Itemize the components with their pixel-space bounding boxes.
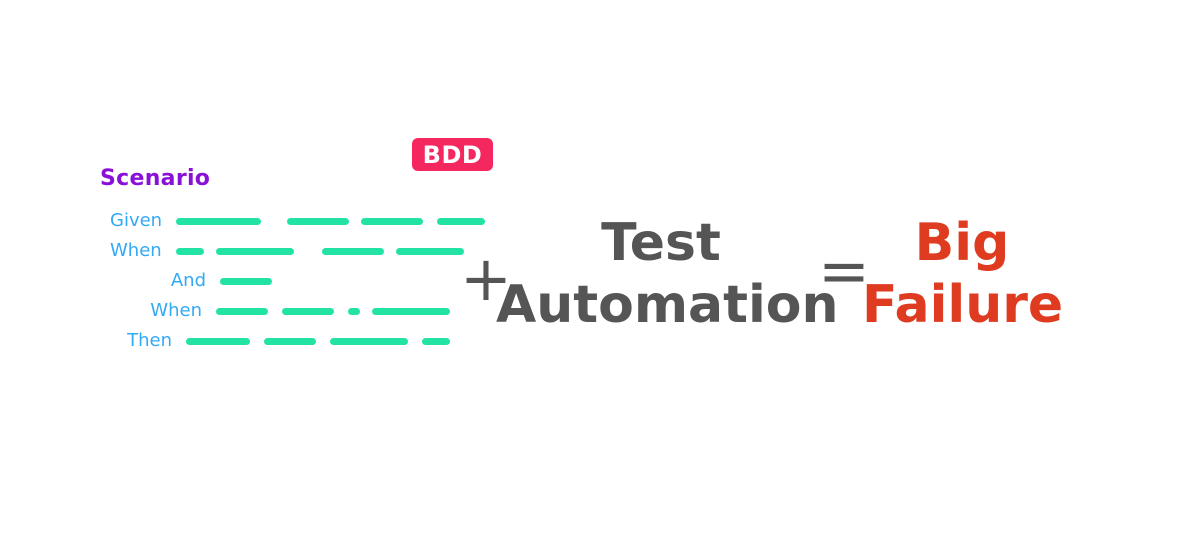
step-keyword: When	[150, 300, 202, 321]
equals-operator: =	[818, 234, 870, 307]
step-dash	[348, 307, 360, 315]
step-dash	[176, 217, 262, 225]
result-phrase: Big Failure	[862, 212, 1064, 336]
step-dash	[422, 337, 450, 345]
step-dash	[220, 277, 272, 285]
gherkin-step-row: When	[110, 236, 464, 266]
step-dash	[361, 217, 424, 225]
step-text-placeholder	[176, 206, 486, 236]
step-keyword: And	[170, 270, 206, 291]
step-dash	[395, 247, 464, 255]
step-dash	[282, 307, 334, 315]
step-dash	[215, 247, 294, 255]
step-keyword: Then	[127, 330, 172, 351]
step-text-placeholder	[175, 236, 464, 266]
step-dash	[372, 307, 450, 315]
step-dash	[437, 217, 486, 225]
bdd-badge: BDD	[412, 138, 493, 171]
plus-operator: +	[460, 242, 512, 315]
result-line-2: Failure	[862, 275, 1064, 335]
result-line-1: Big	[914, 213, 1010, 273]
gherkin-step-row: And	[110, 266, 450, 296]
step-dash	[321, 247, 384, 255]
step-dash	[287, 217, 350, 225]
step-keyword: Given	[110, 210, 163, 231]
gherkin-step-row: When	[110, 296, 450, 326]
step-dash	[175, 247, 204, 255]
step-text-placeholder	[220, 266, 272, 296]
gherkin-step-row: Given	[110, 206, 486, 236]
step-dash	[186, 337, 250, 345]
step-text-placeholder	[186, 326, 450, 356]
step-dash	[330, 337, 408, 345]
gherkin-step-row: Then	[110, 326, 450, 356]
operand-phrase: Test Automation	[496, 212, 839, 336]
operand-line-1: Test	[601, 213, 721, 273]
bdd-badge-label: BDD	[422, 140, 483, 169]
operand-line-2: Automation	[496, 275, 839, 335]
step-keyword: When	[110, 240, 162, 261]
step-dash	[216, 307, 268, 315]
step-text-placeholder	[216, 296, 450, 326]
scenario-title: Scenario	[100, 166, 211, 191]
step-dash	[264, 337, 316, 345]
